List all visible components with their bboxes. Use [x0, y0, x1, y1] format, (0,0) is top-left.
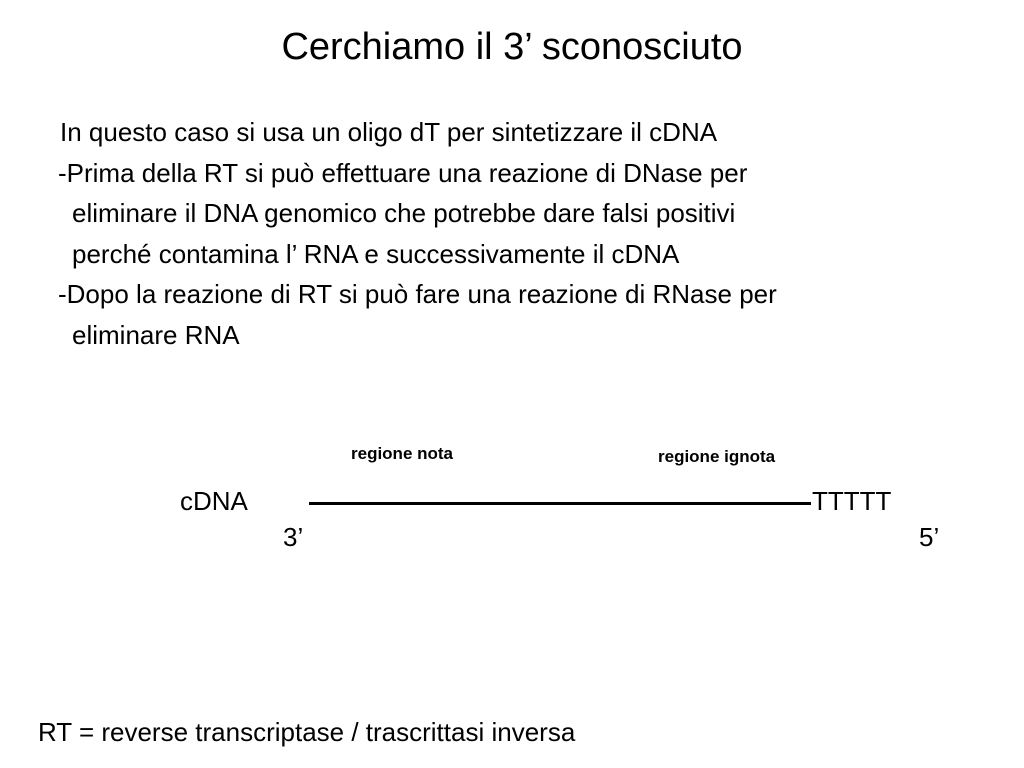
body-line-intro: In questo caso si usa un oligo dT per si… [60, 117, 718, 147]
three-prime-end-label: 3’ [283, 522, 304, 552]
body-line-dnase: -Prima della RT si può effettuare una re… [58, 157, 748, 188]
unknown-region-label: regione ignota [658, 447, 776, 466]
known-region-label: regione nota [351, 444, 454, 463]
body-line-dnase-cont-2: perché contamina l’ RNA e successivament… [72, 238, 680, 269]
slide-title: Cerchiamo il 3’ sconosciuto [281, 26, 743, 68]
body-line-rnase: -Dopo la reazione di RT si può fare una … [58, 279, 777, 309]
five-prime-end-label: 5’ [919, 522, 940, 552]
strand-label: cDNA [180, 486, 248, 516]
body-line-rnase-cont: eliminare RNA [72, 319, 240, 350]
footer-note: RT = reverse transcriptase / trascrittas… [38, 717, 576, 747]
cdna-strand-line [309, 502, 811, 505]
body-line-dnase-cont-1: eliminare il DNA genomico che potrebbe d… [72, 198, 736, 228]
poly-t-tail: TTTTT [812, 486, 892, 516]
body-text: In questo caso si usa un oligo dT per si… [58, 112, 777, 355]
